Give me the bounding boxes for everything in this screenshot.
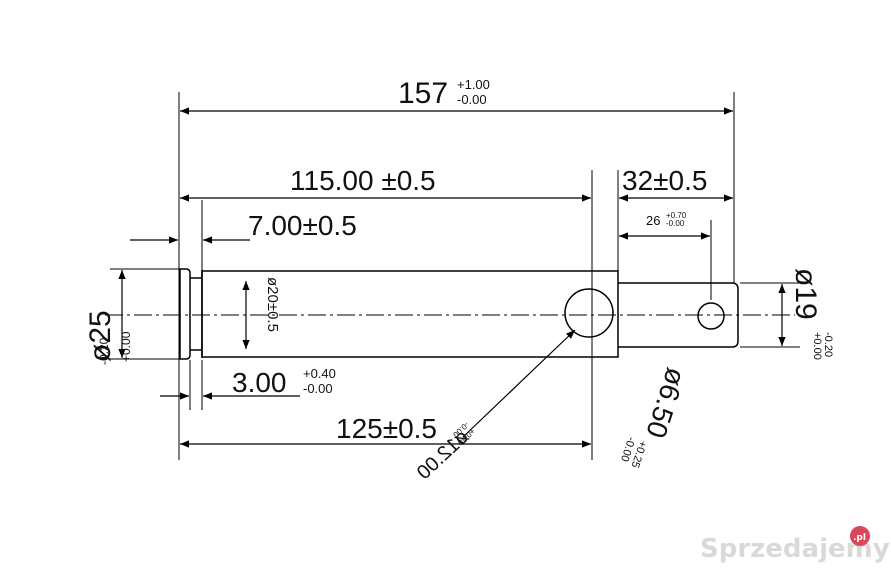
svg-text:-0.00: -0.00 (457, 92, 487, 107)
small-hole-position-label: 26 +0.70 -0.00 (646, 211, 687, 228)
svg-text:26: 26 (646, 213, 660, 228)
cross-hole-circle (564, 288, 614, 338)
head-diameter-tolerance: -0.20 (97, 337, 111, 365)
svg-text:ø20±0.5: ø20±0.5 (264, 277, 281, 332)
svg-text:3.00: 3.00 (232, 367, 287, 398)
groove-width-label: 3.00 +0.40 -0.00 (232, 366, 336, 398)
svg-text:+0.40: +0.40 (303, 366, 336, 381)
extension-lines (110, 92, 800, 460)
body-length-label: 125±0.5 (336, 413, 437, 444)
watermark-logo: Sprzedajemy .pl (700, 526, 890, 564)
pin-head (179, 268, 191, 360)
tail-diameter-tolerance: +0.00 -0.20 (811, 332, 834, 360)
pin-body (201, 270, 619, 358)
hole-position-label: 115.00 ±0.5 (290, 165, 436, 196)
groove-offset-label: 7.00±0.5 (248, 210, 357, 241)
svg-text:+0.70: +0.70 (666, 211, 687, 220)
svg-text:157: 157 (398, 77, 448, 110)
tail-length-label: 32±0.5 (622, 165, 707, 196)
svg-text:+0.00: +0.00 (811, 332, 823, 360)
svg-text:+1.00: +1.00 (457, 77, 490, 92)
dimension-lines (118, 107, 786, 448)
svg-text:+0.00: +0.00 (119, 331, 133, 362)
svg-text:-0.00: -0.00 (666, 219, 685, 228)
svg-text:ø25: ø25 (84, 310, 117, 362)
svg-text:-0.20: -0.20 (822, 332, 834, 357)
body-diameter-label: ø20±0.5 (264, 277, 281, 332)
pin-hole-label: ø6.50 (640, 364, 692, 442)
svg-text:-0.00: -0.00 (303, 381, 333, 396)
cross-hole-leader (462, 329, 576, 438)
pin-hole-circle (697, 302, 725, 330)
svg-text:-0.20: -0.20 (97, 337, 111, 365)
head-diameter-label: ø25 +0.00 (84, 310, 133, 362)
svg-text:ø19: ø19 (789, 268, 822, 320)
svg-text:ø6.50: ø6.50 (640, 364, 692, 442)
watermark-badge-icon (850, 526, 870, 546)
svg-text:.pl: .pl (853, 533, 866, 543)
overall-length-label: 157 +1.00 -0.00 (398, 77, 490, 110)
pin-part (179, 268, 739, 360)
pin-hole-tolerance: +0.25 -0.00 (618, 435, 649, 469)
tail-diameter-label: ø19 (789, 268, 822, 320)
